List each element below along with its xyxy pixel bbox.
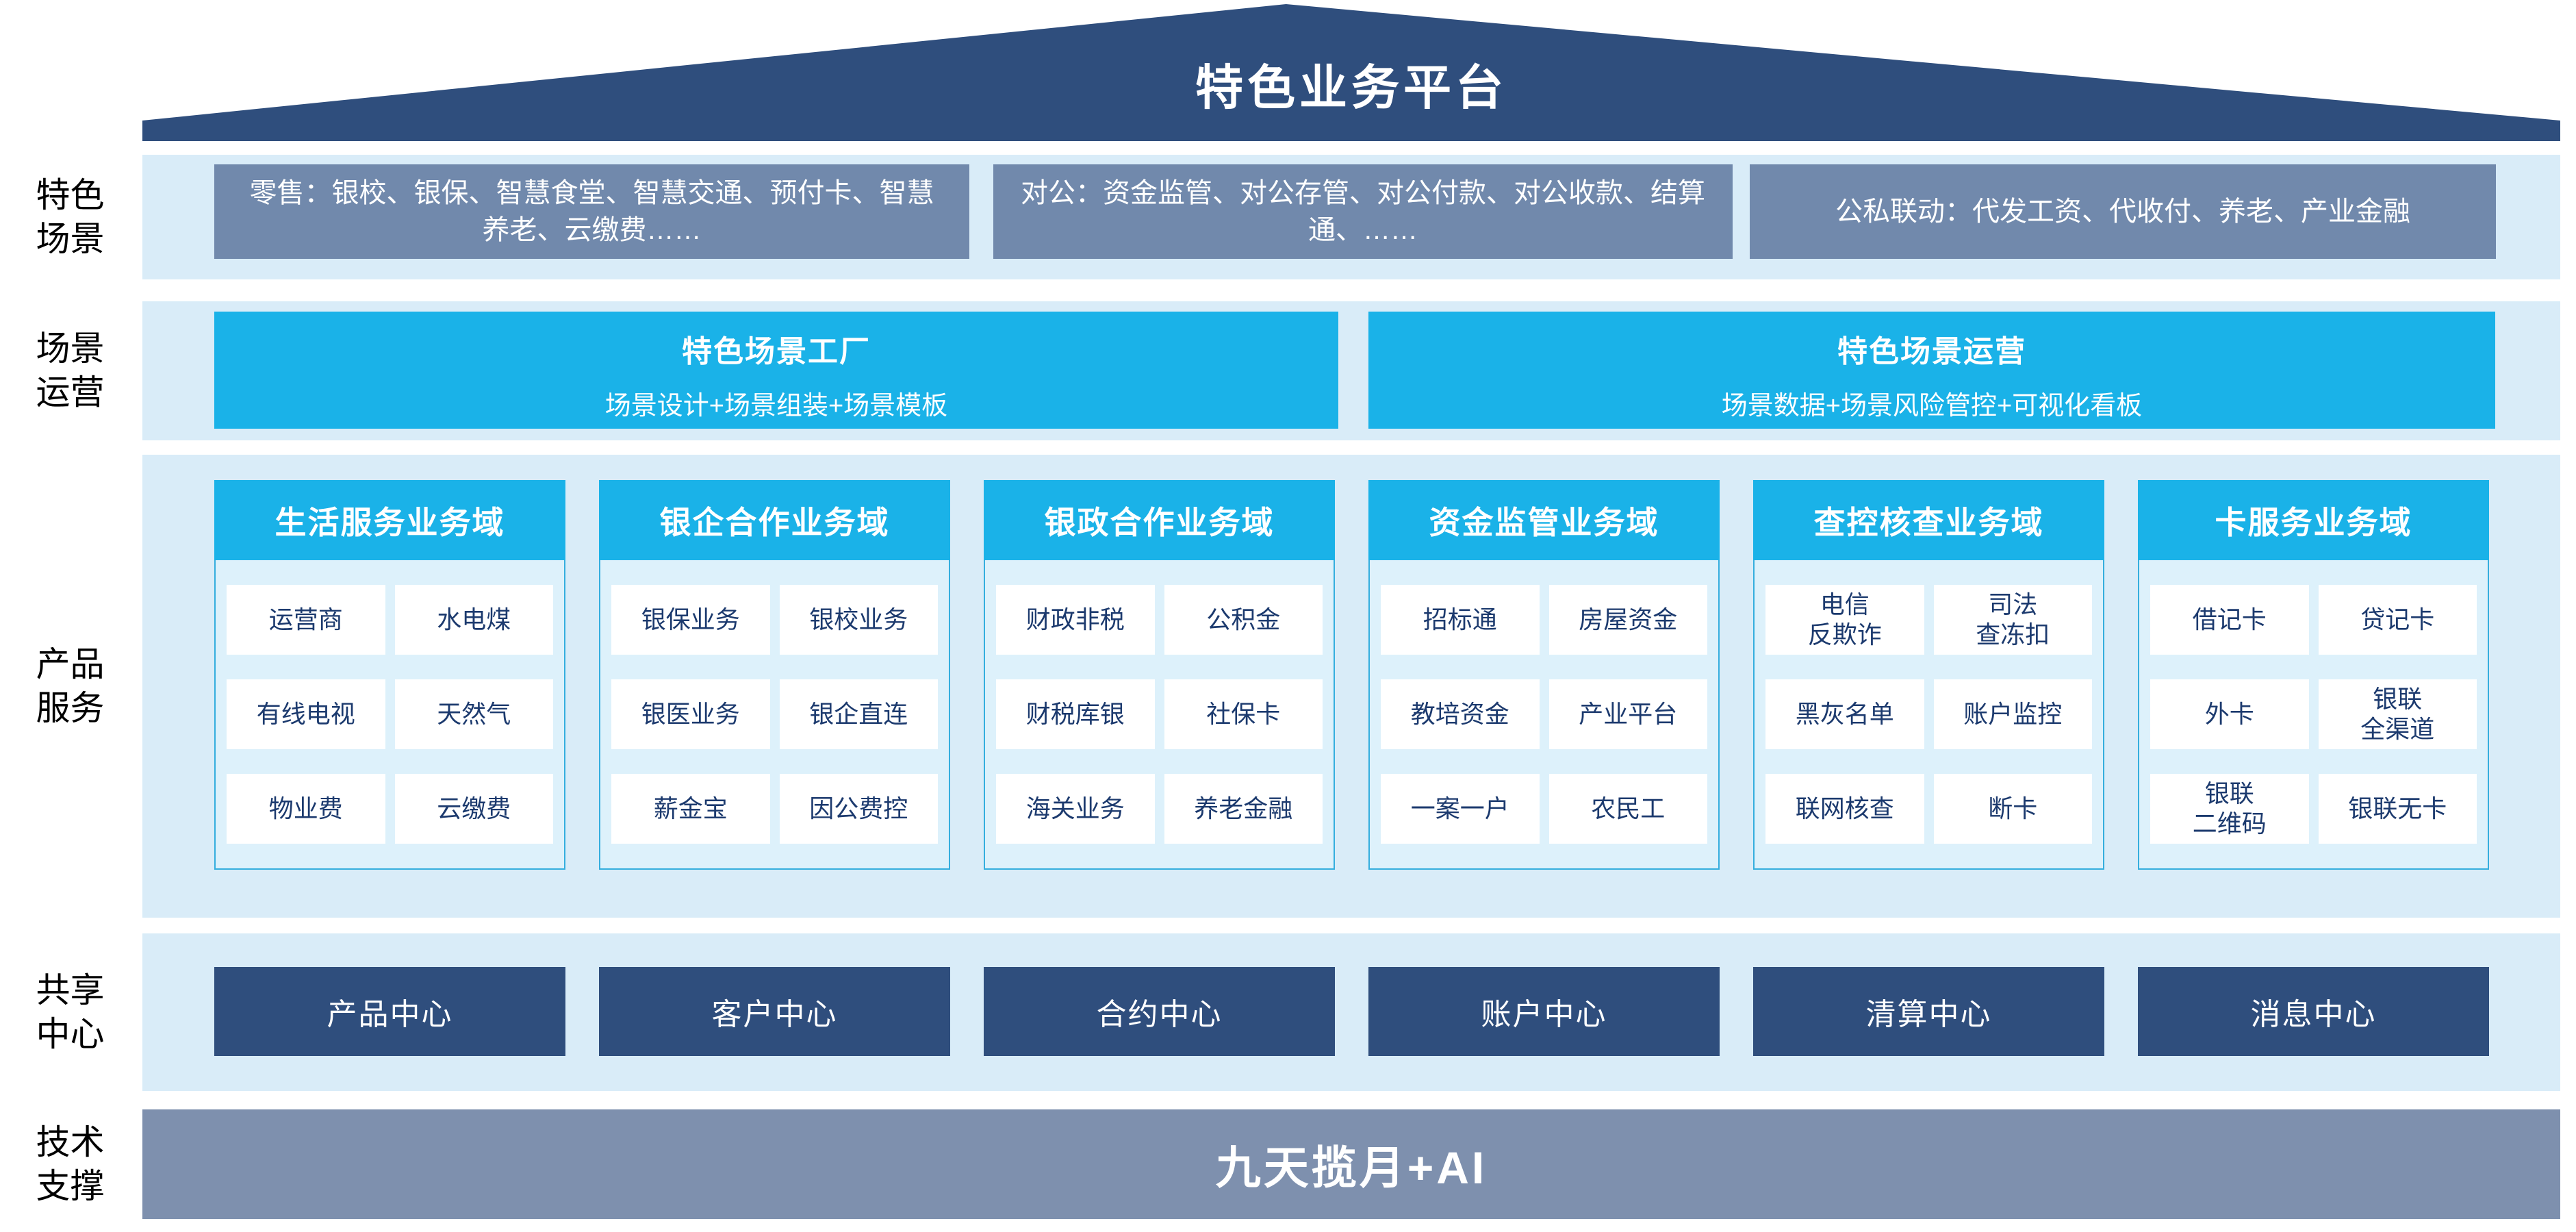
- domain-item: 账户监控: [1933, 679, 2092, 749]
- scene-factory-title: 特色场景工厂: [682, 335, 871, 368]
- domain-item: 运营商: [227, 585, 385, 655]
- domain-item: 教培资金: [1381, 679, 1540, 749]
- scene-factory-box: 特色场景工厂 场景设计+场景组装+场景模板: [214, 312, 1338, 429]
- center-box-customer: 客户中心: [599, 967, 950, 1056]
- scene-operation-box: 特色场景运营 场景数据+场景风险管控+可视化看板: [1368, 312, 2495, 429]
- domain-item: 银校业务: [779, 585, 938, 655]
- domain-header: 卡服务业务域: [2138, 480, 2489, 560]
- domain-item: 因公费控: [779, 774, 938, 844]
- domain-item: 银保业务: [611, 585, 770, 655]
- scene-box-corporate: 对公：资金监管、对公存管、对公付款、对公收款、结算通、……: [993, 164, 1733, 259]
- page-title: 特色业务平台: [1195, 61, 1507, 114]
- domain-item: 外卡: [2150, 679, 2309, 749]
- products-band: 生活服务业务域 运营商 水电煤 有线电视 天然气 物业费 云缴费 银企合作业务域…: [142, 455, 2560, 918]
- domain-item: 黑灰名单: [1765, 679, 1924, 749]
- domain-item: 产业平台: [1548, 679, 1707, 749]
- platform-roof: 特色业务平台: [142, 4, 2560, 141]
- domain-item: 银联无卡: [2318, 774, 2477, 844]
- domain-item: 银医业务: [611, 679, 770, 749]
- domain-item: 电信 反欺诈: [1765, 585, 1924, 655]
- domain-item: 农民工: [1548, 774, 1707, 844]
- row-label-scenes: 特色 场景: [36, 176, 105, 258]
- domain-item: 海关业务: [996, 774, 1155, 844]
- domain-body: 借记卡 贷记卡 外卡 银联 全渠道 银联 二维码 银联无卡: [2138, 560, 2489, 870]
- scene-box-public-private: 公私联动：代发工资、代收付、养老、产业金融: [1750, 164, 2496, 259]
- domain-bank-government: 银政合作业务域 财政非税 公积金 财税库银 社保卡 海关业务 养老金融: [984, 480, 1335, 870]
- domain-item: 天然气: [394, 679, 553, 749]
- domain-header: 银政合作业务域: [984, 480, 1335, 560]
- domain-bank-enterprise: 银企合作业务域 银保业务 银校业务 银医业务 银企直连 薪金宝 因公费控: [599, 480, 950, 870]
- tech-support-bar: 九天揽月+AI: [142, 1109, 2560, 1219]
- center-box-contract: 合约中心: [984, 967, 1335, 1056]
- row-label-products: 产品 服务: [36, 645, 105, 727]
- domain-item: 养老金融: [1164, 774, 1323, 844]
- domain-item: 云缴费: [394, 774, 553, 844]
- scene-operation-subtitle: 场景数据+场景风险管控+可视化看板: [1721, 392, 2143, 420]
- domain-item: 财政非税: [996, 585, 1155, 655]
- domain-item: 贷记卡: [2318, 585, 2477, 655]
- row-label-tech-support: 技术 支撑: [36, 1123, 105, 1205]
- operation-band: 特色场景工厂 场景设计+场景组装+场景模板 特色场景运营 场景数据+场景风险管控…: [142, 301, 2560, 440]
- domain-header: 资金监管业务域: [1368, 480, 1720, 560]
- domain-card-services: 卡服务业务域 借记卡 贷记卡 外卡 银联 全渠道 银联 二维码 银联无卡: [2138, 480, 2489, 870]
- domain-item: 公积金: [1164, 585, 1323, 655]
- domain-body: 财政非税 公积金 财税库银 社保卡 海关业务 养老金融: [984, 560, 1335, 870]
- domain-body: 运营商 水电煤 有线电视 天然气 物业费 云缴费: [214, 560, 565, 870]
- domain-item: 水电煤: [394, 585, 553, 655]
- domain-item: 断卡: [1933, 774, 2092, 844]
- center-box-account: 账户中心: [1368, 967, 1720, 1056]
- domain-fund-supervision: 资金监管业务域 招标通 房屋资金 教培资金 产业平台 一案一户 农民工: [1368, 480, 1720, 870]
- domain-body: 招标通 房屋资金 教培资金 产业平台 一案一户 农民工: [1368, 560, 1720, 870]
- center-box-message: 消息中心: [2138, 967, 2489, 1056]
- center-box-clearing: 清算中心: [1753, 967, 2104, 1056]
- domain-body: 银保业务 银校业务 银医业务 银企直连 薪金宝 因公费控: [599, 560, 950, 870]
- domain-item: 有线电视: [227, 679, 385, 749]
- row-label-shared-centers: 共享 中心: [36, 971, 105, 1053]
- domain-life-services: 生活服务业务域 运营商 水电煤 有线电视 天然气 物业费 云缴费: [214, 480, 565, 870]
- domain-item: 联网核查: [1765, 774, 1924, 844]
- shared-centers-band: 产品中心 客户中心 合约中心 账户中心 清算中心 消息中心: [142, 933, 2560, 1091]
- domain-item: 银联 二维码: [2150, 774, 2309, 844]
- row-label-operation: 场景 运营: [36, 329, 105, 412]
- domain-header: 查控核查业务域: [1753, 480, 2104, 560]
- scenes-band: 零售：银校、银保、智慧食堂、智慧交通、预付卡、智慧养老、云缴费…… 对公：资金监…: [142, 155, 2560, 279]
- domain-item: 招标通: [1381, 585, 1540, 655]
- domain-item: 一案一户: [1381, 774, 1540, 844]
- domain-item: 司法 查冻扣: [1933, 585, 2092, 655]
- center-box-product: 产品中心: [214, 967, 565, 1056]
- domain-item: 薪金宝: [611, 774, 770, 844]
- scene-box-retail: 零售：银校、银保、智慧食堂、智慧交通、预付卡、智慧养老、云缴费……: [214, 164, 969, 259]
- domain-item: 银联 全渠道: [2318, 679, 2477, 749]
- domain-item: 借记卡: [2150, 585, 2309, 655]
- domain-item: 财税库银: [996, 679, 1155, 749]
- scene-factory-subtitle: 场景设计+场景组装+场景模板: [604, 392, 948, 420]
- domain-header: 银企合作业务域: [599, 480, 950, 560]
- domain-item: 房屋资金: [1548, 585, 1707, 655]
- scene-operation-title: 特色场景运营: [1837, 335, 2026, 368]
- domain-body: 电信 反欺诈 司法 查冻扣 黑灰名单 账户监控 联网核查 断卡: [1753, 560, 2104, 870]
- domain-item: 社保卡: [1164, 679, 1323, 749]
- domain-item: 物业费: [227, 774, 385, 844]
- domain-item: 银企直连: [779, 679, 938, 749]
- domain-inquiry-control: 查控核查业务域 电信 反欺诈 司法 查冻扣 黑灰名单 账户监控 联网核查 断卡: [1753, 480, 2104, 870]
- domain-header: 生活服务业务域: [214, 480, 565, 560]
